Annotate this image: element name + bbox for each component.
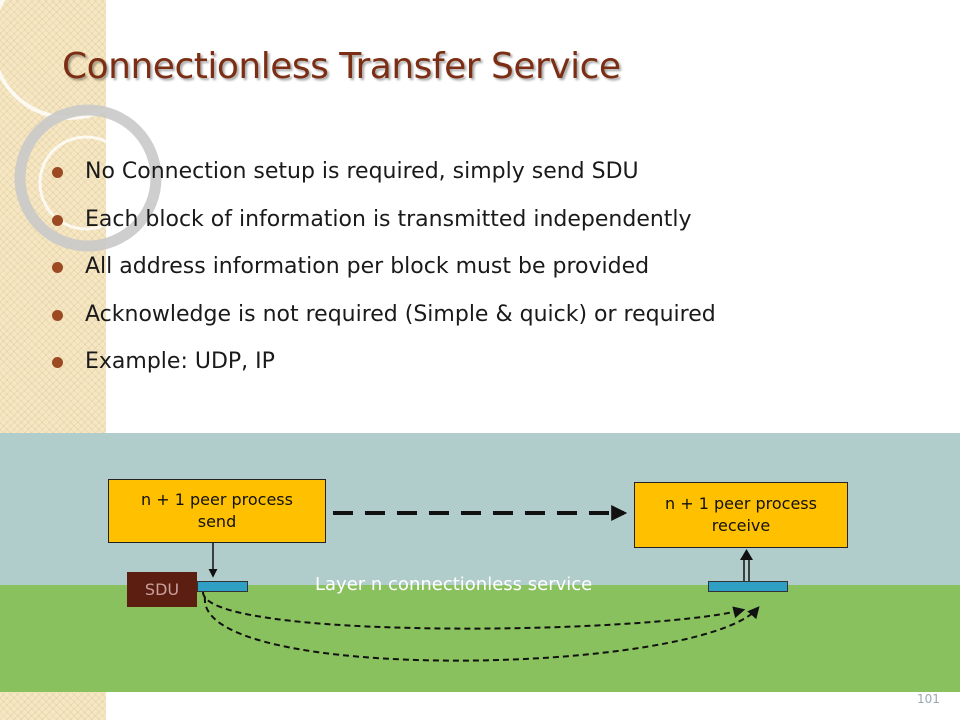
page-number: 101: [917, 692, 940, 706]
bullet-dot-icon: [52, 214, 63, 226]
receive-process-action: receive: [711, 516, 771, 535]
sdu-box: SDU: [127, 572, 197, 607]
send-process-action: send: [197, 512, 237, 531]
slide-title: Connectionless Transfer Service: [62, 46, 621, 87]
send-process-label: n + 1 peer process: [141, 490, 293, 509]
bullet-item: All address information per block must b…: [52, 251, 932, 299]
bullet-dot-icon: [52, 309, 63, 321]
send-process-box: n + 1 peer process send: [108, 479, 326, 543]
receive-service-access-point: [708, 581, 788, 592]
receive-process-label: n + 1 peer process: [665, 494, 817, 513]
bullet-dot-icon: [52, 167, 63, 178]
bullet-text: Acknowledge is not required (Simple & qu…: [85, 301, 716, 327]
bullet-text: Example: UDP, IP: [85, 349, 275, 374]
bullet-list: No Connection setup is required, simply …: [52, 156, 932, 394]
bullet-item: Acknowledge is not required (Simple & qu…: [52, 299, 932, 347]
send-service-access-point: [197, 581, 248, 592]
bullet-item: Example: UDP, IP: [52, 346, 932, 394]
bullet-dot-icon: [52, 357, 63, 368]
decorative-rings: [0, 0, 162, 252]
bullet-text: No Connection setup is required, simply …: [85, 159, 639, 184]
bullet-text: Each block of information is transmitted…: [85, 206, 692, 232]
bullet-item: No Connection setup is required, simply …: [52, 156, 932, 204]
bullet-dot-icon: [52, 262, 63, 273]
bullet-item: Each block of information is transmitted…: [52, 204, 932, 252]
receive-process-box: n + 1 peer process receive: [634, 482, 848, 548]
layer-service-label: Layer n connectionless service: [315, 574, 593, 595]
bullet-text: All address information per block must b…: [85, 254, 650, 279]
